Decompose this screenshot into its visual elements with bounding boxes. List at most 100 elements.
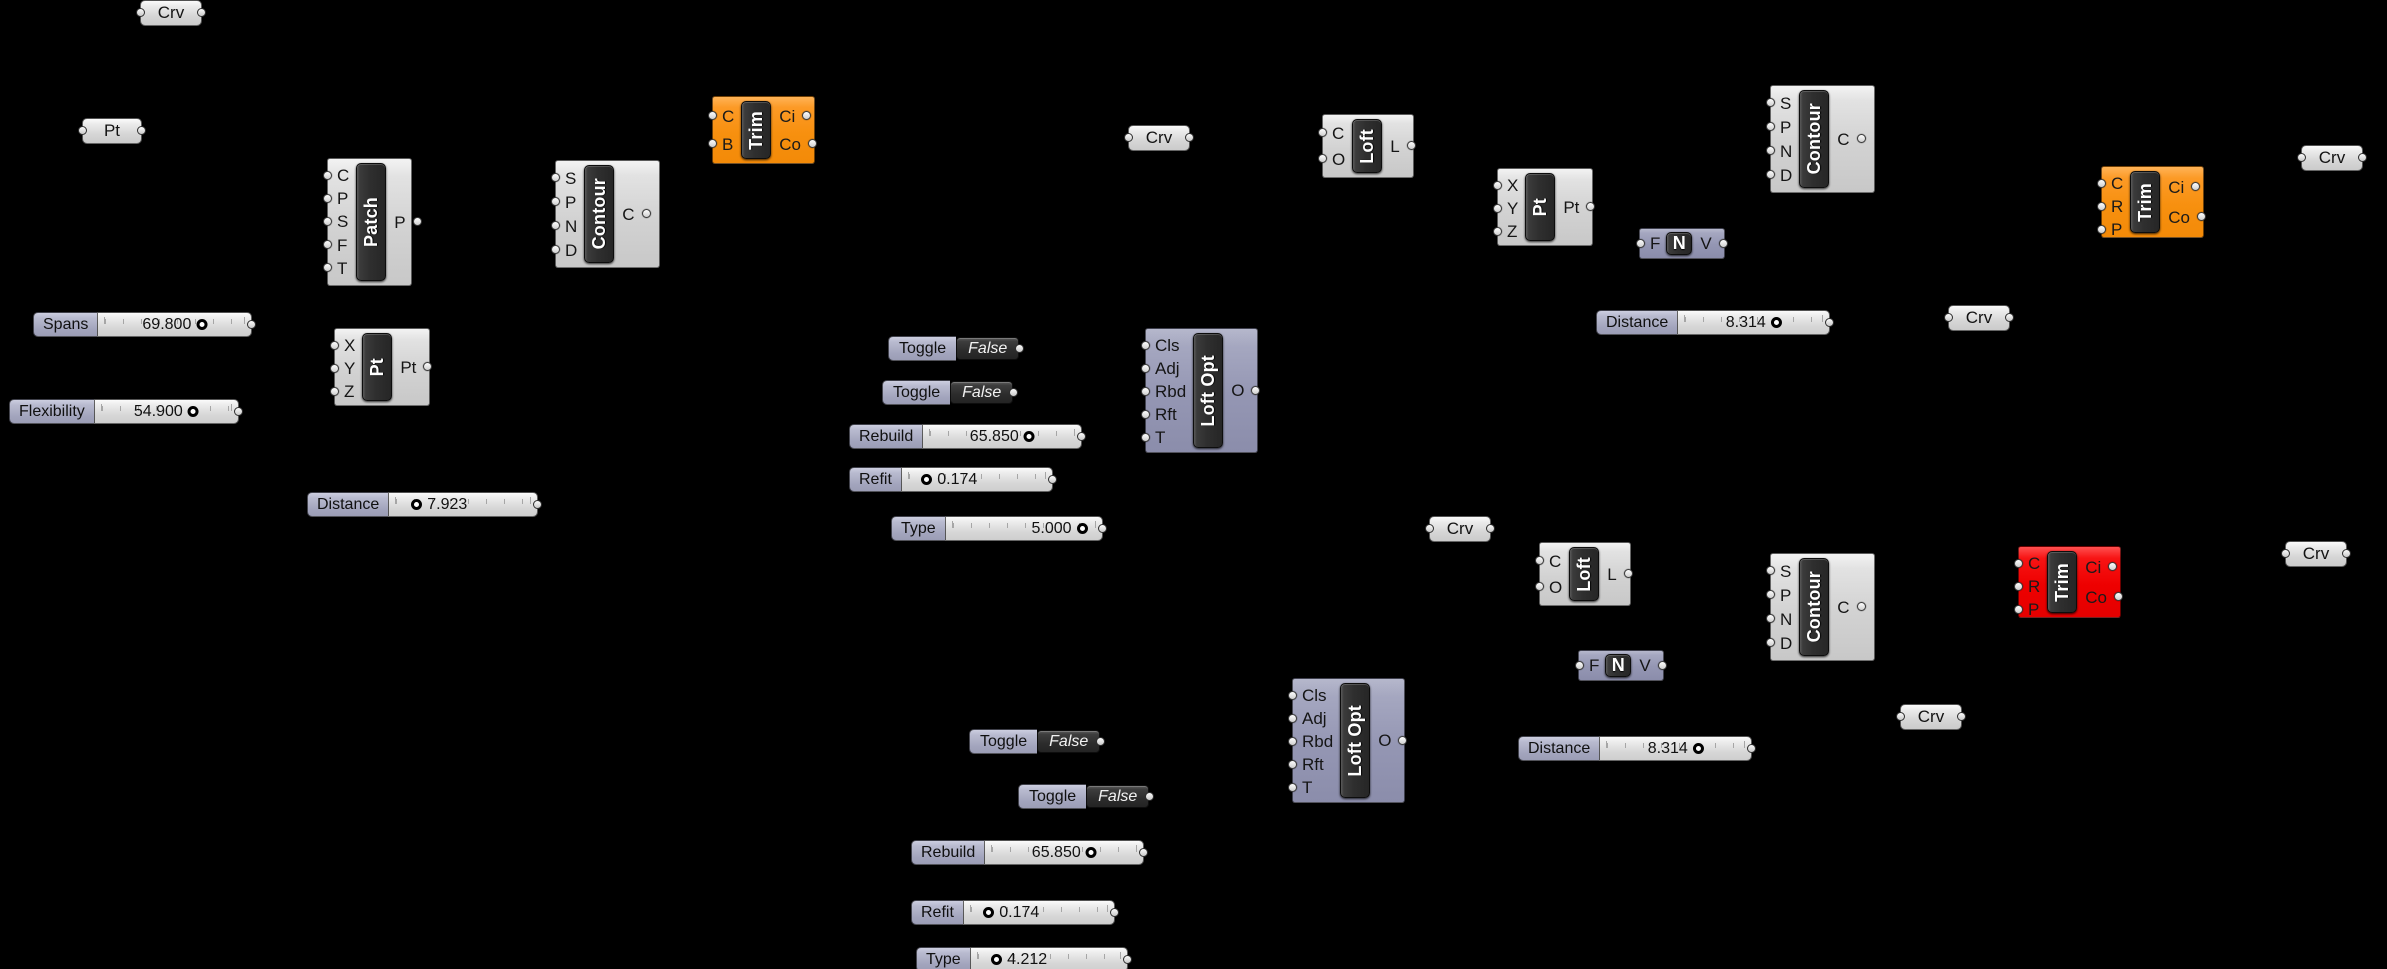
port-grip-output[interactable]	[2191, 182, 2201, 191]
param-capsule-crv[interactable]: Crv	[1124, 125, 1194, 151]
port-grip-output[interactable]	[412, 217, 422, 226]
output-port-c[interactable]: C	[1834, 128, 1866, 151]
port-grip-output[interactable]	[2114, 592, 2124, 601]
output-port-ci[interactable]: Ci	[2165, 176, 2201, 199]
slider-knob[interactable]	[1023, 431, 1035, 442]
toggle-value[interactable]: False	[1037, 730, 1106, 753]
input-port-s[interactable]: S	[1766, 92, 1794, 115]
port-grip-input[interactable]	[1636, 238, 1645, 248]
port-grip-output[interactable]	[1856, 134, 1866, 143]
port-grip-input[interactable]	[1766, 170, 1775, 179]
input-port-c[interactable]: C	[2097, 172, 2126, 195]
slider-knob[interactable]	[991, 954, 1003, 965]
slider-track[interactable]: 65.850	[984, 840, 1149, 865]
output-port-ci[interactable]: Ci	[776, 105, 812, 128]
input-port-o[interactable]: O	[1318, 148, 1348, 171]
port-grip-output[interactable]	[808, 139, 818, 148]
port-grip-input[interactable]	[323, 263, 332, 273]
input-port-cls[interactable]: Cls	[1141, 334, 1183, 357]
port-grip-input[interactable]	[1318, 154, 1327, 163]
port-grip-output[interactable]	[2358, 153, 2367, 162]
port-grip-input[interactable]	[1288, 782, 1297, 792]
param-capsule-crv[interactable]: Crv	[1944, 305, 2014, 331]
input-port-d[interactable]: D	[1766, 632, 1795, 655]
input-port-s[interactable]: S	[1766, 560, 1794, 583]
port-grip-input[interactable]	[1766, 122, 1775, 131]
input-port-z[interactable]: Z	[1493, 220, 1520, 243]
port-grip-input[interactable]	[330, 386, 339, 396]
input-port-f[interactable]: F	[1636, 232, 1663, 255]
port-grip-input[interactable]	[323, 170, 332, 180]
input-port-p[interactable]: P	[2097, 218, 2125, 241]
output-port-l[interactable]: L	[1387, 135, 1416, 158]
port-grip-output[interactable]	[1406, 141, 1416, 150]
port-grip-output[interactable]	[641, 209, 651, 218]
input-port-r[interactable]: R	[2097, 195, 2126, 218]
input-port-c[interactable]: C	[1535, 550, 1564, 573]
port-grip-output[interactable]	[1097, 523, 1107, 533]
input-port-s[interactable]: S	[323, 210, 351, 233]
port-grip-output[interactable]	[197, 8, 206, 17]
port-grip-output[interactable]	[1718, 238, 1728, 248]
input-port-n[interactable]: N	[551, 215, 580, 238]
port-grip-input[interactable]	[323, 240, 332, 250]
port-grip-input[interactable]	[1535, 582, 1544, 591]
port-grip-output[interactable]	[1096, 736, 1106, 746]
port-grip-output[interactable]	[1047, 474, 1057, 484]
slider-track[interactable]: 8.314	[1599, 736, 1757, 761]
slider-knob[interactable]	[1085, 847, 1097, 858]
output-port-co[interactable]: Co	[2165, 206, 2207, 229]
output-port-v[interactable]: V	[1697, 232, 1728, 255]
port-grip-output[interactable]	[1109, 907, 1119, 917]
port-grip-input[interactable]	[1288, 759, 1297, 769]
slider-track[interactable]: 0.174	[962, 900, 1119, 925]
port-grip-input[interactable]	[1141, 409, 1150, 419]
param-capsule-crv[interactable]: Crv	[136, 0, 206, 26]
input-port-o[interactable]: O	[1535, 576, 1565, 599]
port-grip-output[interactable]	[2005, 313, 2014, 322]
port-grip-input[interactable]	[78, 126, 87, 135]
port-grip-input[interactable]	[2097, 201, 2106, 211]
input-port-y[interactable]: Y	[330, 357, 358, 380]
toggle-value[interactable]: False	[1086, 785, 1155, 808]
port-grip-output[interactable]	[1077, 431, 1087, 441]
port-grip-input[interactable]	[1318, 128, 1327, 137]
port-grip-output[interactable]	[423, 362, 433, 371]
port-grip-input[interactable]	[2097, 224, 2106, 234]
param-capsule-crv[interactable]: Crv	[1896, 704, 1966, 730]
output-port-ci[interactable]: Ci	[2082, 556, 2118, 579]
port-grip-output[interactable]	[1122, 954, 1132, 964]
port-grip-input[interactable]	[323, 216, 332, 226]
input-port-rft[interactable]: Rft	[1288, 753, 1327, 776]
input-port-adj[interactable]: Adj	[1288, 707, 1330, 730]
port-grip-output[interactable]	[2197, 212, 2207, 221]
param-capsule-crv[interactable]: Crv	[1425, 516, 1495, 542]
port-grip-input[interactable]	[1493, 180, 1502, 190]
port-grip-output[interactable]	[1623, 569, 1633, 578]
port-grip-input[interactable]	[551, 197, 560, 206]
port-grip-output[interactable]	[1856, 602, 1866, 611]
input-port-f[interactable]: F	[1575, 654, 1602, 677]
port-grip-output[interactable]	[1139, 847, 1149, 857]
port-grip-output[interactable]	[1486, 524, 1495, 533]
port-grip-input[interactable]	[1141, 340, 1150, 350]
port-grip-output[interactable]	[1398, 735, 1408, 745]
port-grip-output[interactable]	[1251, 385, 1261, 395]
port-grip-output[interactable]	[1009, 387, 1019, 397]
output-port-co[interactable]: Co	[2082, 586, 2124, 609]
input-port-r[interactable]: R	[2014, 575, 2043, 598]
port-grip-output[interactable]	[1747, 743, 1757, 753]
